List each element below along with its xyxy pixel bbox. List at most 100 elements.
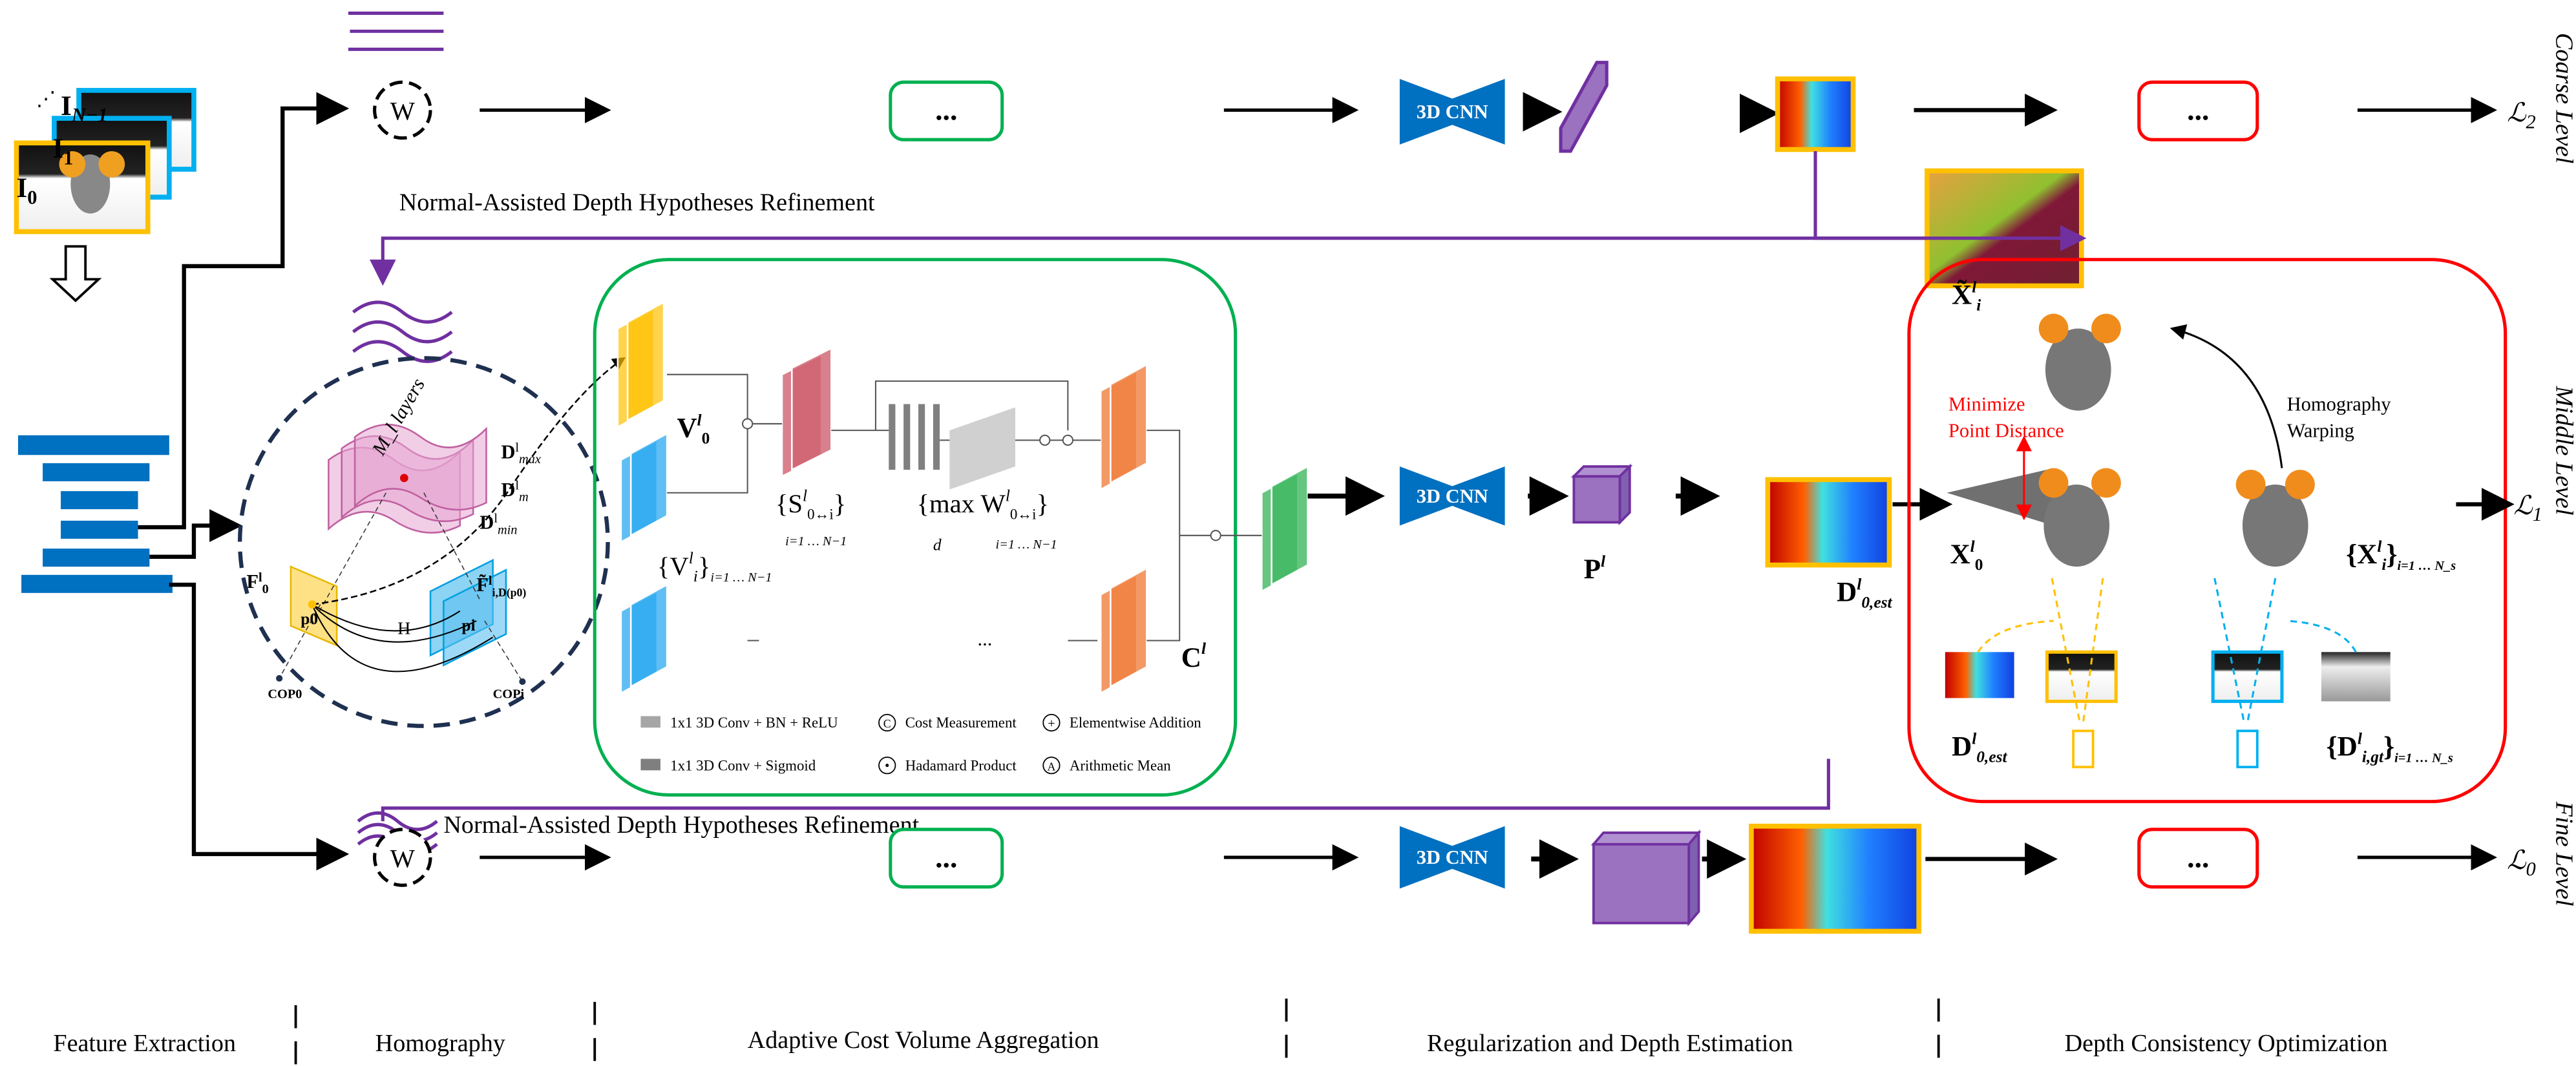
probability-volume-middle — [1570, 463, 1633, 526]
stage-labels: Feature Extraction Homography Adaptive C… — [53, 998, 2388, 1065]
refinement-label-top: Normal-Assisted Depth Hypotheses Refinem… — [399, 189, 875, 216]
v0-label: Vl0 — [677, 411, 710, 447]
depth-thumb-gt — [2321, 652, 2391, 702]
flat-hypotheses-icon — [348, 11, 444, 51]
hollow-down-arrow-icon — [49, 245, 102, 302]
reference-thumb — [2045, 650, 2118, 704]
coarse-level-label: Coarse Level — [2550, 33, 2576, 163]
minimize-label: Point Distance — [1948, 419, 2064, 441]
w-under: d — [933, 536, 942, 554]
x0-label: Xl0 — [1950, 538, 1983, 574]
stage-dividers — [294, 998, 1940, 1065]
fine-level-label: Fine Level — [2550, 801, 2576, 906]
warping-label: Homography — [2287, 393, 2392, 415]
weighted-volumes — [1099, 363, 1148, 695]
loss-coarse: ℒ2 — [2507, 98, 2536, 132]
point-cloud-warped — [2038, 313, 2121, 411]
aggregation-legend: 1x1 3D Conv + BN + ReLU 1x1 3D Conv + Si… — [640, 714, 1201, 775]
cost-measurement-icon: C — [883, 717, 891, 730]
warping-label: Warping — [2287, 419, 2354, 441]
depth-map-fine — [1749, 823, 1921, 934]
dmin-label: Dlmin — [480, 511, 517, 537]
addition-icon: + — [1048, 716, 1055, 731]
middle-level-row: 3D CNN Pl Dl0,est — [1307, 463, 1953, 612]
cop0-label: COP0 — [268, 687, 302, 701]
xi-label: {Xli}i=1 … N_s — [2346, 538, 2456, 574]
similarity-volume — [781, 346, 832, 478]
cost-volume — [1261, 465, 1309, 593]
earmuff-right — [98, 151, 125, 178]
probability-volume-coarse — [1559, 61, 1609, 153]
point-cloud-source — [2235, 470, 2315, 567]
legend-label: Arithmetic Mean — [1070, 757, 1171, 773]
warp-symbol: W — [390, 97, 416, 126]
loss-middle: ℒ1 — [2513, 491, 2542, 525]
consistency-box-fine — [2137, 828, 2259, 889]
warp-node-coarse — [373, 80, 432, 140]
image-label-0: I0 — [16, 172, 37, 208]
refinement-label-bottom: Normal-Assisted Depth Hypotheses Refinem… — [443, 811, 919, 839]
cnn-label: 3D CNN — [1417, 846, 1488, 868]
homography-panel: M_l layers Dlmax Dlm Dlmin Fl0 p0 F̃li,D… — [237, 356, 626, 728]
feature-pyramid — [17, 435, 173, 593]
middle-level-label: Middle Level — [2550, 385, 2576, 515]
ellipsis-box-label: ... — [935, 94, 957, 127]
earmuff-left — [59, 151, 86, 178]
s-range: i=1 … N−1 — [785, 534, 847, 549]
depth-est-label: Dl0,est — [1837, 576, 1892, 612]
minimize-label: Minimize — [1948, 393, 2025, 415]
depth-map-coarse — [1775, 76, 1856, 152]
legend-label: Elementwise Addition — [1070, 715, 1201, 731]
depth-map-middle — [1765, 477, 1892, 568]
3d-cnn-fine — [1399, 826, 1505, 889]
aggregation-box-fine — [889, 828, 1004, 889]
cnn-label: 3D CNN — [1417, 485, 1488, 507]
conv-layers — [889, 404, 940, 470]
reference-volume — [617, 300, 665, 429]
consistency-box-coarse — [2137, 80, 2259, 141]
3d-cnn-middle — [1399, 466, 1505, 526]
legend-label: Cost Measurement — [905, 715, 1017, 731]
stage-aggregation: Adaptive Cost Volume Aggregation — [748, 1027, 1099, 1054]
3d-cnn-coarse — [1399, 79, 1505, 145]
warp-node-fine — [373, 828, 432, 887]
source-thumb — [2211, 650, 2284, 704]
ellipsis-box-label: ... — [935, 841, 957, 873]
w-label: {max Wl0↔i} — [916, 486, 1049, 522]
p-label: Pl — [1584, 552, 1606, 585]
feature-connectors — [138, 92, 350, 871]
h-label: H — [397, 618, 410, 638]
ellipsis: ⋰ — [36, 88, 56, 110]
fi-label: F̃li,D(p0) — [476, 574, 526, 600]
loss-fine: ℒ0 — [2507, 846, 2536, 880]
volume-ellipsis: ... — [978, 628, 993, 650]
p0-label: p0 — [301, 610, 318, 628]
stage-consistency: Depth Consistency Optimization — [2065, 1030, 2388, 1057]
probability-volume-fine — [1590, 829, 1702, 926]
aggregation-box-coarse — [889, 80, 1004, 141]
wavy-hypotheses-icon — [352, 300, 453, 363]
s-label: {Sl0↔i} — [776, 486, 846, 522]
mean-icon: A — [1048, 760, 1056, 773]
fine-level-row: W ... 3D CNN ... ℒ0 Fine Level — [373, 801, 2576, 934]
ellipsis-box-label: ... — [2187, 94, 2209, 127]
pi-label: pi — [461, 616, 475, 634]
stage-regularization: Regularization and Depth Estimation — [1427, 1030, 1793, 1057]
image-label-1: I1 — [52, 133, 73, 169]
warping-arrow — [2170, 324, 2283, 468]
c-label: Cl — [1181, 640, 1207, 673]
vi-label: {Vli}i=1 … N−1 — [657, 549, 772, 585]
dgt-label: {Dli,gt}i=1 … N_s — [2327, 730, 2453, 766]
ellipsis-box-label: ... — [2187, 841, 2209, 873]
stage-homography: Homography — [375, 1030, 505, 1057]
source-camera-icon — [2236, 729, 2259, 769]
stage-feature-extraction: Feature Extraction — [53, 1030, 236, 1057]
dm-label: Dlm — [501, 479, 528, 505]
weight-map — [949, 407, 1016, 490]
legend-label: 1x1 3D Conv + Sigmoid — [670, 757, 816, 773]
input-images: IN−1 ⋰ I1 I0 — [14, 88, 196, 235]
reference-camera-icon — [2072, 729, 2095, 769]
coarse-level-row: W ... 3D CNN ... ℒ2 Coarse Level — [348, 11, 2576, 163]
f0-label: Fl0 — [246, 570, 268, 596]
